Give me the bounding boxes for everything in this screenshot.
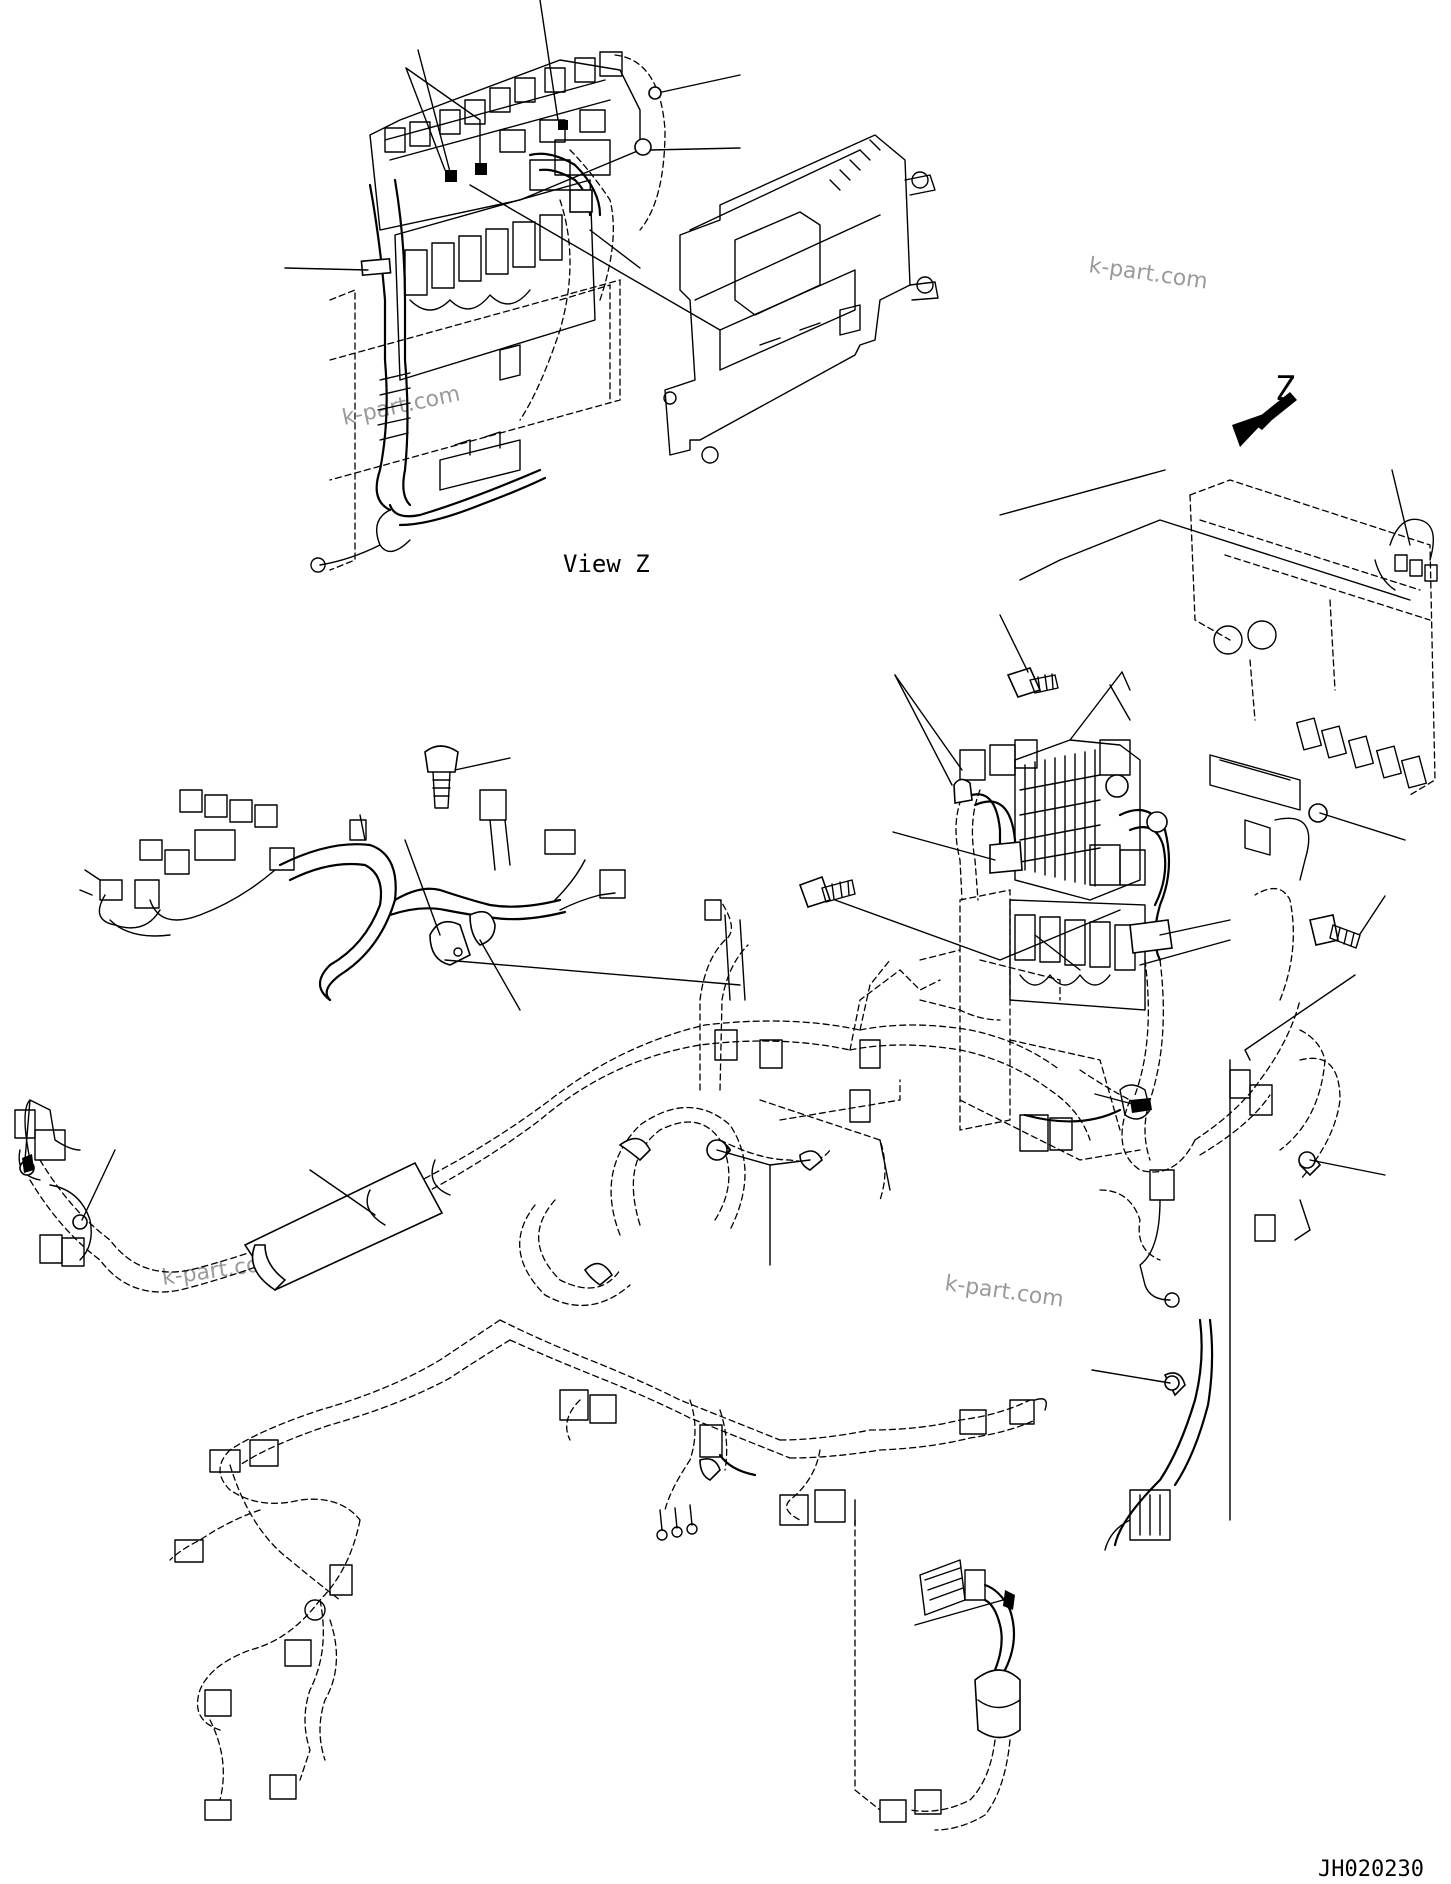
central-harness bbox=[519, 899, 1061, 1307]
view-z-mounting-plate bbox=[664, 134, 911, 456]
cab-rear-panel bbox=[1189, 479, 1438, 881]
drawing-number: JH020230 bbox=[1318, 1857, 1424, 1882]
view-z-clamp-3 bbox=[634, 138, 652, 156]
bolt-left bbox=[424, 745, 459, 809]
lower-right-connector bbox=[919, 1559, 986, 1616]
view-z-clamp-2 bbox=[569, 189, 593, 213]
lower-left-harness bbox=[169, 1319, 511, 1821]
grommet bbox=[974, 1669, 1021, 1739]
harness-clamp-upper bbox=[953, 778, 973, 804]
bolt-middle bbox=[798, 875, 856, 908]
view-z-clip-4 bbox=[648, 86, 662, 100]
upper-harness-clamp-ring bbox=[469, 910, 496, 946]
harness-clamp-round-2 bbox=[1146, 811, 1168, 833]
panel-connectors-top-right bbox=[1374, 518, 1438, 591]
bolt-top bbox=[1006, 667, 1059, 698]
view-z-caption: View Z bbox=[563, 550, 650, 578]
view-z-relay-block bbox=[369, 59, 641, 231]
watermark-center: k-part.com bbox=[943, 1271, 1065, 1312]
lower-right-harness bbox=[1104, 1318, 1214, 1551]
watermark-top-right: k-part.com bbox=[1087, 253, 1209, 294]
harness-clamp-black bbox=[1130, 1098, 1152, 1113]
harness-clamp-round-4 bbox=[1298, 1151, 1316, 1169]
upper-harness-clamp-plate bbox=[429, 920, 471, 966]
view-z-clamp-1 bbox=[360, 257, 392, 277]
lower-middle-harness bbox=[499, 1319, 1047, 1831]
arrow-label: Z bbox=[1275, 369, 1295, 409]
harness-clamp-round-1 bbox=[1105, 774, 1129, 798]
upper-left-harness bbox=[79, 789, 626, 1002]
harness-clamp-band bbox=[1129, 919, 1173, 954]
bolt-right bbox=[1309, 914, 1361, 949]
view-z-arrow: Z bbox=[1232, 369, 1297, 447]
main-relay-row bbox=[1009, 899, 1146, 1011]
lower-clamp bbox=[699, 1457, 721, 1481]
main-fuse-box bbox=[919, 739, 1146, 1161]
main-harness-trunk bbox=[14, 1020, 1091, 1293]
view-z-inset: View Z bbox=[284, 0, 939, 578]
lower-right-clamp bbox=[1164, 1375, 1180, 1391]
watermark-view-z: k-part.com bbox=[340, 382, 462, 431]
harness-clamp-square bbox=[989, 841, 1023, 874]
view-z-leader-lines bbox=[284, 0, 741, 331]
leader-lines bbox=[24, 469, 1411, 1626]
harness-clamp-round-3 bbox=[1308, 803, 1328, 823]
right-middle-harness bbox=[953, 774, 1341, 1308]
lower-right-clip bbox=[1003, 1590, 1015, 1610]
